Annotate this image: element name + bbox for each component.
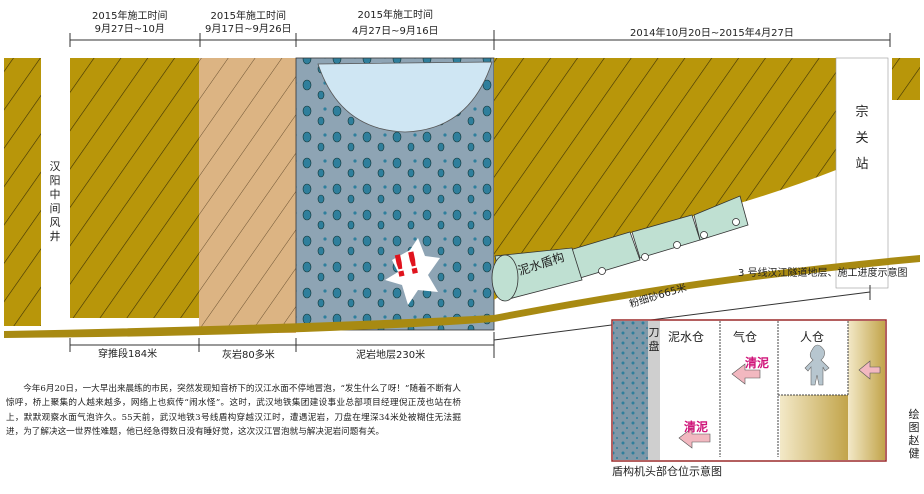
segment-label-3: 泥岩地层230米: [356, 350, 426, 361]
clear-mud-label-1: 清泥: [745, 356, 770, 370]
air-chamber-label: 气仓: [733, 330, 758, 344]
shield-machine: [491, 195, 749, 302]
credit: 绘图赵健: [908, 408, 920, 460]
segment-label-1: 穿推段184米: [98, 349, 158, 360]
shaft-label: 汉阳中间风井: [49, 160, 61, 243]
soil-left-strip: [4, 58, 41, 326]
arrow-left-icon: [858, 360, 881, 380]
burst-icon: [385, 238, 440, 305]
clear-mud-label-2: 清泥: [684, 420, 709, 434]
segment-dimension-lines: [69, 285, 871, 358]
person-chamber-label: 人仓: [800, 330, 825, 344]
soil-layer: [70, 58, 199, 318]
arrow-left-icon: [731, 363, 761, 385]
timeline-axis: [69, 30, 891, 50]
river-water: [317, 61, 493, 133]
inset-diagram: [611, 319, 887, 462]
arrow-left-icon: [678, 427, 711, 449]
main-caption: 3 号线汉江隧道地层、施工进度示意图: [738, 268, 908, 279]
slurry-chamber-label: 泥水仓: [668, 330, 705, 344]
person-icon: [804, 344, 830, 386]
soil-far-right: [892, 58, 920, 100]
segment-label-2: 灰岩80多米: [222, 350, 275, 361]
station-box: [835, 57, 889, 289]
article-text: 今年6月20日，一大早出来晨练的市民，突然发现知音桥下的汉江水面不停地冒泡，“发…: [6, 384, 461, 437]
tunnel-floor-line: [4, 255, 920, 338]
inset-caption: 盾构机头部仓位示意图: [612, 465, 722, 478]
limestone-layer: [199, 58, 296, 333]
timeline-label-4: 2014年10月20日~2015年4月27日: [630, 28, 794, 39]
station-label: 宗关站: [855, 105, 869, 172]
soil-right: [494, 58, 836, 300]
cutter-label: 刀盘: [648, 326, 660, 353]
